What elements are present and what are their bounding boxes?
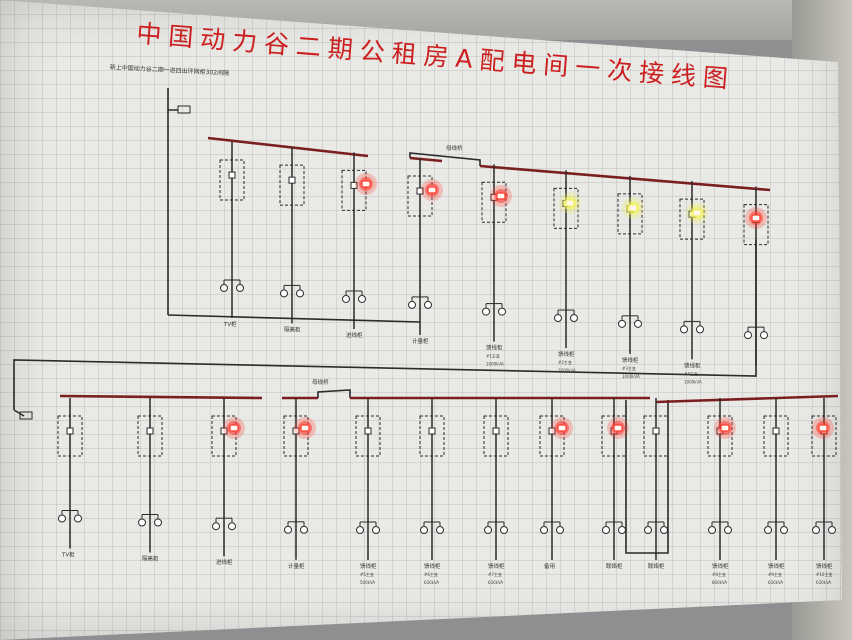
cabinet-lower-0: TV柜 [57, 398, 83, 559]
busbar-upper-2 [409, 156, 443, 163]
cabinet-transformer: #6主变 [424, 571, 438, 577]
indicator-light-red [714, 417, 736, 439]
bus-tie-label-lower: 母线桥 [312, 378, 329, 386]
busbar-upper-3 [479, 164, 771, 192]
cabinet-label: 馈线柜 [486, 344, 503, 352]
cabinet-lower-6: 馈线柜#7主变 630kVA [483, 398, 509, 585]
cabinet-label: 计量柜 [288, 562, 305, 570]
busbar-lower-1 [59, 394, 263, 400]
cabinet-capacity: 1000kVA [622, 374, 640, 379]
cabinet-transformer: #7主变 [488, 571, 502, 577]
cabinet-lower-4: 馈线柜#5主变 500kVA [355, 398, 381, 585]
cabinet-capacity: 1000kVA [684, 379, 702, 384]
cabinet-upper-2: 进线柜 [341, 152, 367, 339]
indicator-light-red [607, 417, 629, 439]
cabinet-label: 馈线柜 [622, 356, 639, 364]
cabinet-transformer: #1主变 [486, 353, 500, 359]
cabinet-lower-11: 馈线柜#9主变 630kVA [763, 398, 789, 585]
bus-tie-label-upper: 母线桥 [446, 144, 463, 152]
cabinet-capacity: 630kVA [488, 580, 503, 585]
cabinet-label: TV柜 [223, 320, 237, 328]
cabinet-capacity: 630kVA [424, 580, 439, 585]
indicator-light-red [812, 417, 834, 439]
cabinet-label: 馈线柜 [816, 562, 833, 570]
cabinet-capacity: 630kVA [768, 580, 783, 585]
busbars [59, 136, 839, 404]
indicator-light-yellow [686, 202, 708, 224]
cabinet-transformer: #2主变 [558, 359, 572, 365]
cabinet-transformer: #10主变 [816, 571, 832, 577]
cabinet-label: 馈线柜 [488, 562, 505, 570]
cabinet-upper-4: 馈线柜#1主变 1000kVA [481, 164, 507, 367]
wiring [13, 88, 757, 554]
indicator-light-red [421, 179, 443, 201]
cabinet-capacity: 800kVA [712, 580, 727, 585]
cabinet-upper-0: TV柜 [219, 142, 245, 328]
cabinet-capacity: 630kVA [816, 580, 831, 585]
cabinet-capacity: 1000kVA [558, 368, 576, 373]
cabinet-transformer: #3主变 [622, 365, 636, 371]
cabinet-label: 联络柜 [606, 562, 623, 570]
cabinet-label: 隔离柜 [284, 325, 301, 333]
cabinet-label: 馈线柜 [684, 361, 701, 369]
cabinet-label: 馈线柜 [558, 350, 575, 358]
cabinet-label: 进线柜 [216, 558, 233, 566]
cabinet-capacity: 500kVA [360, 580, 375, 585]
indicator-light-red [551, 417, 573, 439]
cabinet-upper-1: 隔离柜 [279, 147, 305, 333]
cabinet-transformer: #4主变 [684, 370, 698, 376]
busbar-lower-4 [655, 394, 839, 404]
cabinet-lower-1: 隔离柜 [137, 398, 163, 563]
cabinet-label: 隔离柜 [142, 555, 159, 563]
indicator-light-red [490, 185, 512, 207]
indicator-light-red [745, 207, 767, 229]
cabinet-lower-2: 进线柜 [211, 398, 237, 566]
indicator-layer [223, 173, 834, 439]
indicator-light-red [294, 417, 316, 439]
cabinet-label: 馈线柜 [712, 562, 729, 570]
cabinet-transformer: #8主变 [712, 571, 726, 577]
indicator-light-yellow [559, 192, 581, 214]
cabinet-label: 计量柜 [412, 337, 429, 345]
cabinet-label: 馈线柜 [424, 562, 441, 570]
cabinet-lower-7: 备用 [539, 398, 565, 570]
cabinet-lower-9: 联络柜 [643, 398, 669, 570]
cabinet-label: 备用 [544, 562, 555, 570]
cabinet-upper-3: 计量柜 [407, 158, 433, 345]
cabinet-capacity: 1000kVA [486, 362, 504, 367]
cabinet-label: 进线柜 [346, 331, 363, 339]
cabinet-label: 馈线柜 [360, 562, 377, 570]
cabinet-transformer: #5主变 [360, 571, 374, 577]
cabinet-lower-5: 馈线柜#6主变 630kVA [419, 398, 445, 585]
indicator-light-yellow [622, 197, 644, 219]
busbar-upper-1 [207, 136, 369, 158]
indicator-light-red [355, 173, 377, 195]
cabinet-label: 联络柜 [648, 562, 665, 570]
indicator-light-red [223, 417, 245, 439]
cabinet-label: TV柜 [61, 551, 75, 559]
cabinet-transformer: #9主变 [768, 571, 782, 577]
cabinet-label: 馈线柜 [768, 562, 785, 570]
